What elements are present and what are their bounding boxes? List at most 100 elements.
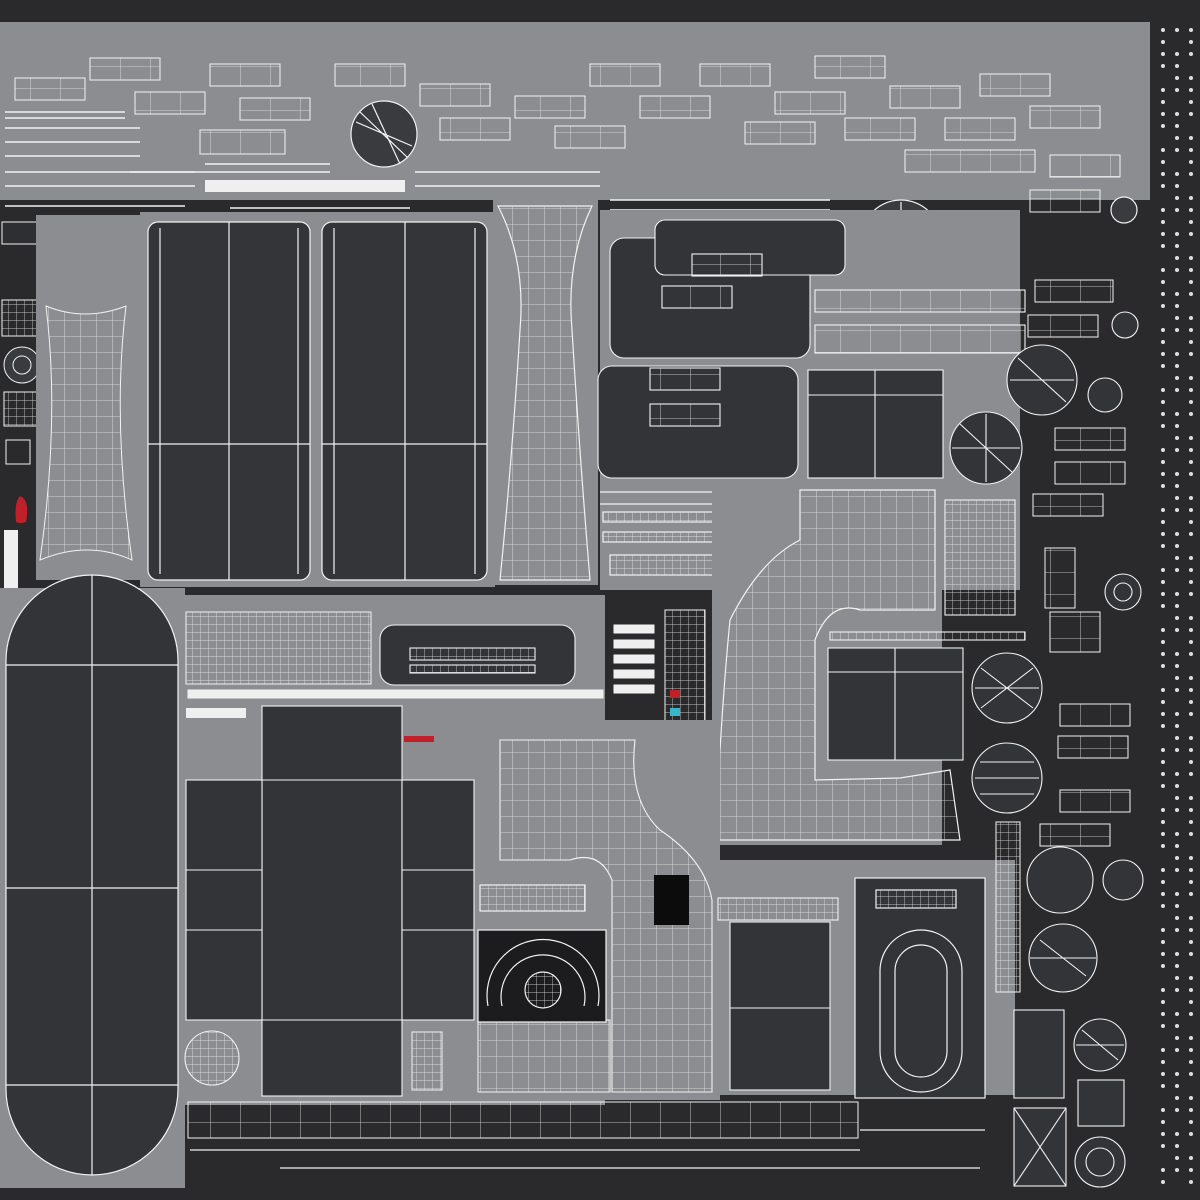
uv-dot-island [1189,652,1193,656]
uv-dot-island [1175,316,1179,320]
uv-dot-island [1189,988,1193,992]
uv-dot-island [1189,88,1193,92]
uv-dot-island [1161,340,1165,344]
uv-dot-island [1161,208,1165,212]
uv-dot-island [1161,460,1165,464]
door-panel-left [147,221,311,581]
uv-dot-island [1161,1168,1165,1172]
uv-dot-island [1175,448,1179,452]
uv-dot-island [1175,268,1179,272]
uv-dot-island [1175,328,1179,332]
uv-dot-island [1175,304,1179,308]
uv-dot-island [1175,1012,1179,1016]
uv-dot-island [1189,316,1193,320]
uv-dot-island [1175,1072,1179,1076]
uv-dot-island [1189,568,1193,572]
center-tapered-column [497,205,593,581]
door-panel-right [321,221,488,581]
uv-dot-island [1189,112,1193,116]
uv-dot-island [1175,148,1179,152]
uv-dot-island [1189,460,1193,464]
uv-dot-island [1175,616,1179,620]
uv-dot-island [1161,424,1165,428]
grille-island [185,611,604,699]
uv-dot-island [1189,136,1193,140]
uv-dot-island [1189,688,1193,692]
uv-dot-island [1161,772,1165,776]
uv-dot-island [1161,904,1165,908]
uv-dot-island [1189,796,1193,800]
uv-dot-island [1189,520,1193,524]
uv-dot-island [1161,232,1165,236]
uv-dot-island [1189,808,1193,812]
uv-dot-island [1189,1156,1193,1160]
uv-dot-island [1175,664,1179,668]
uv-dot-island [1175,76,1179,80]
uv-dot-island [1189,376,1193,380]
uv-dot-island [1189,280,1193,284]
window-grid-island [827,499,1026,761]
uv-dot-island [1161,472,1165,476]
uv-dot-island [1189,1120,1193,1124]
uv-dot-island [1161,532,1165,536]
uv-dot-island [1161,1072,1165,1076]
uv-dot-island [1161,124,1165,128]
uv-dot-island [1175,712,1179,716]
uv-dot-island [1189,1096,1193,1100]
uv-dot-island [1161,1120,1165,1124]
uv-dot-island [1175,388,1179,392]
uv-dot-island [1189,940,1193,944]
uv-dot-island [1175,1156,1179,1160]
uv-dot-island [1161,292,1165,296]
uv-dot-island [1161,508,1165,512]
uv-dot-island [1175,904,1179,908]
uv-dot-island [1161,1060,1165,1064]
top-strip-islands [14,55,1121,213]
uv-dot-island [1161,628,1165,632]
uv-dot-island [1175,952,1179,956]
uv-dot-island [1161,820,1165,824]
uv-dot-island [1161,724,1165,728]
uv-dot-island [1189,712,1193,716]
uv-dot-island [1161,1144,1165,1148]
uv-dot-island [1175,508,1179,512]
uv-dot-island [1161,28,1165,32]
uv-dot-island [1161,808,1165,812]
uv-dot-island [1161,484,1165,488]
uv-dot-island [1189,100,1193,104]
uv-dot-island [1189,448,1193,452]
uv-dot-island [1189,832,1193,836]
uv-dot-island [1161,160,1165,164]
uv-dot-island [1189,1048,1193,1052]
uv-dot-island [1161,988,1165,992]
uv-dot-island [1175,196,1179,200]
uv-dot-island [1189,496,1193,500]
uv-dot-island [1175,796,1179,800]
uv-dot-island [1175,604,1179,608]
uv-dot-island [1161,64,1165,68]
uv-dot-island [1189,352,1193,356]
uv-dot-island [1161,928,1165,932]
uv-dot-island [1189,436,1193,440]
uv-dot-island [1189,556,1193,560]
uv-dot-island [1189,976,1193,980]
uv-dot-island [1175,136,1179,140]
uv-dot-island [1175,532,1179,536]
bottom-strips [190,1129,985,1169]
uv-dot-island [1175,28,1179,32]
uv-dot-island [1175,928,1179,932]
uv-dot-island [1189,880,1193,884]
long-strip-island [205,180,405,192]
uv-dot-island [1161,112,1165,116]
uv-dot-island [1161,100,1165,104]
uv-dot-island [1175,892,1179,896]
uv-dot-island [1189,1012,1193,1016]
uv-dot-island [1161,952,1165,956]
left-tapered-column [36,215,141,580]
uv-dot-island [1189,256,1193,260]
uv-dot-island [1175,1036,1179,1040]
uv-dot-island [1161,352,1165,356]
uv-dot-island [1161,1180,1165,1184]
uv-dot-island [1175,292,1179,296]
